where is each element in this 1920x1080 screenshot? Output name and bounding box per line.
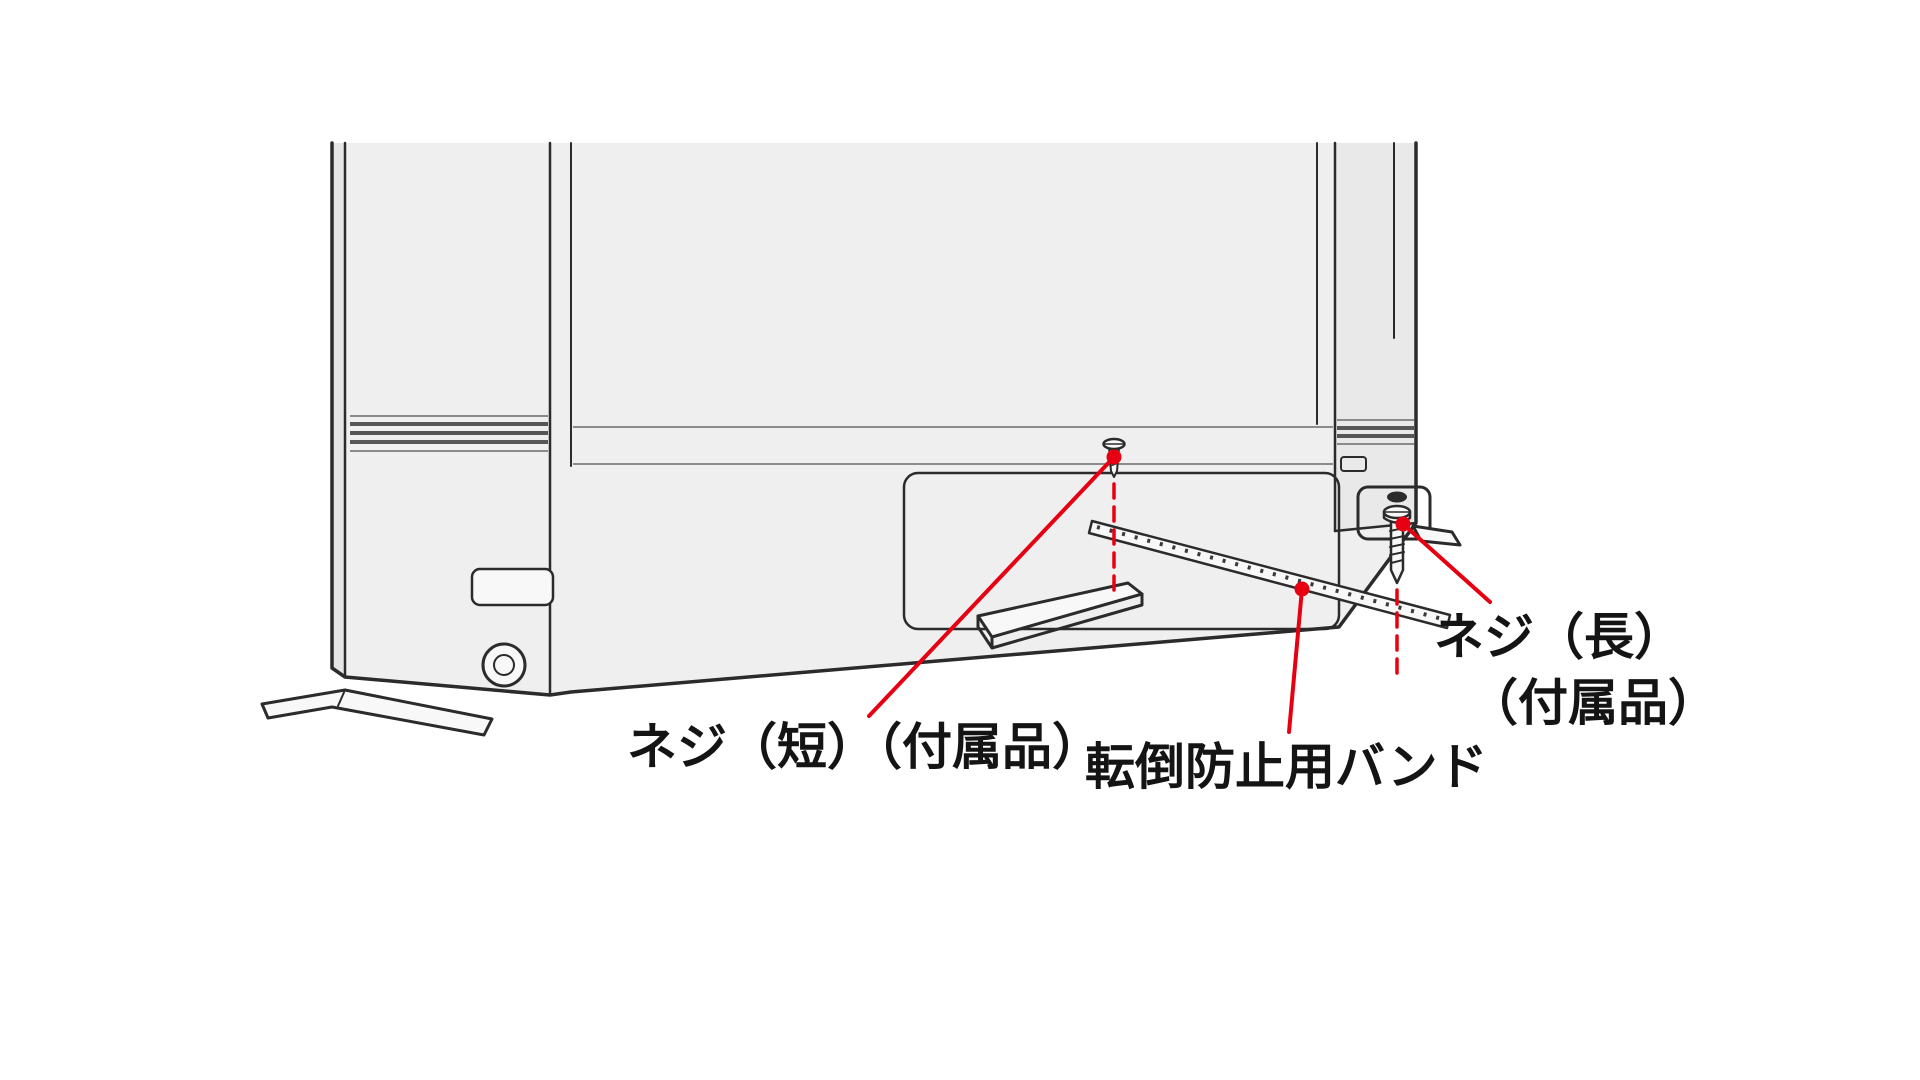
tv-left-edge-strip [332,143,345,677]
label-screw-long-line1: ネジ（長） [1434,608,1684,666]
center-stand-foot [976,581,1144,650]
band-perforation-holes [1096,525,1447,622]
label-screw-long-line2: （付属品） [1468,674,1718,732]
vent-ridges-right [1337,419,1414,445]
tv-back-panel [330,141,1418,697]
recessed-panel-outline [902,471,1341,631]
leader-line-screw-long [1401,522,1492,604]
tv-right-side-face [1335,143,1416,531]
bracket-screw-hole [1387,491,1407,503]
label-anti-tip-band: 転倒防止用バンド [1085,738,1488,796]
rating-label-plate [470,567,555,607]
vent-slot [1340,456,1367,472]
tv-cabinet-fill [332,143,1416,695]
leader-line-band [1287,587,1304,734]
round-cap [481,642,527,688]
anti-tip-band [1087,519,1452,630]
callout-dot-band [1294,581,1310,597]
left-stand-foot [260,688,494,737]
vent-ridges-left [350,415,548,452]
vent-ridges-main [573,426,1333,465]
long-screw [1382,504,1412,585]
callout-dot-screw-long [1395,516,1411,532]
annotations [867,449,1492,734]
leader-line-screw-short [867,455,1116,718]
right-stand-foot-tip [1411,524,1462,547]
label-screw-long: ネジ（長） （付属品） [1434,604,1718,736]
label-screw-short: ネジ（短）（付属品） [627,718,1102,776]
cabinet-seam-lines [343,141,1418,697]
callout-dot-screw-short [1106,449,1122,465]
